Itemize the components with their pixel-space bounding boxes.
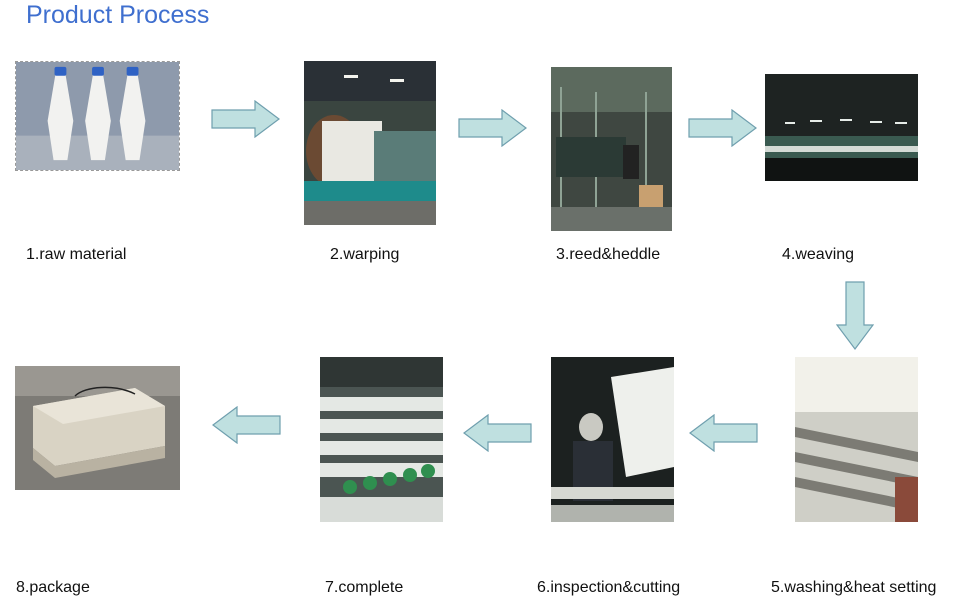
step-label-washing-heat-setting: 5.washing&heat setting [771, 579, 937, 596]
spools-of-yarn-photo [15, 61, 180, 171]
step-label-warping: 2.warping [330, 246, 400, 263]
warping-machine-photo [304, 61, 436, 225]
block-arrow-icon [212, 406, 281, 444]
block-arrow-icon [211, 100, 280, 138]
inspection-cutting-photo [551, 357, 674, 522]
complete-rolls-photo [320, 357, 443, 522]
block-arrow-icon [688, 109, 757, 147]
page-title: Product Process [26, 1, 210, 29]
reed-heddle-photo [551, 67, 672, 231]
step-label-inspection-cutting: 6.inspection&cutting [537, 579, 681, 596]
wooden-crate-photo [15, 366, 180, 490]
washing-rollers-photo [795, 357, 918, 522]
step-label-raw-material: 1.raw material [26, 246, 127, 263]
block-arrow-icon [836, 281, 874, 350]
step-label-package: 8.package [16, 579, 90, 596]
weaving-looms-photo [765, 74, 918, 181]
step-label-weaving: 4.weaving [782, 246, 855, 263]
step-label-complete: 7.complete [325, 579, 404, 596]
step-label-reed-heddle: 3.reed&heddle [556, 246, 661, 263]
block-arrow-icon [463, 414, 532, 452]
block-arrow-icon [458, 109, 527, 147]
block-arrow-icon [689, 414, 758, 452]
